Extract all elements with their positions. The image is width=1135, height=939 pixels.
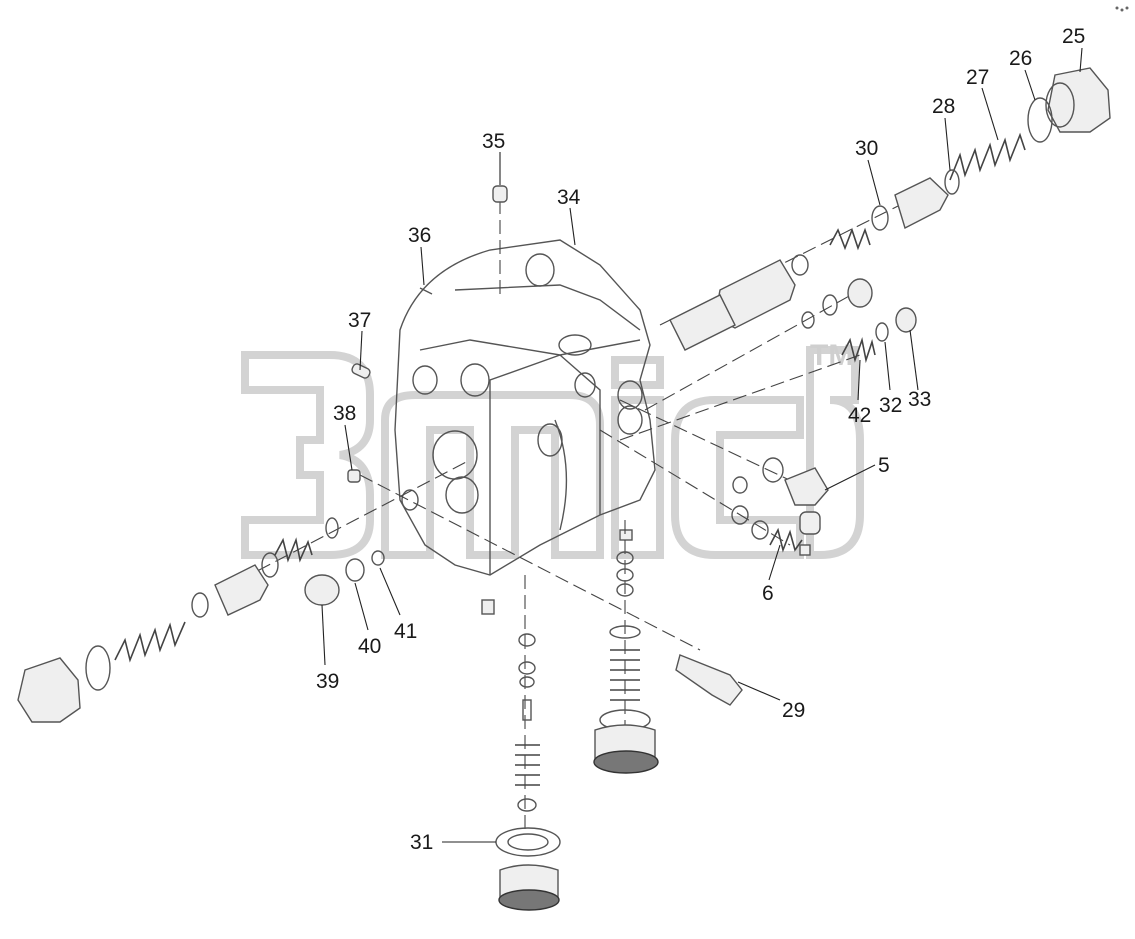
callout-34: 34	[557, 186, 581, 209]
relief-valve-upper	[669, 67, 1111, 364]
callout-42: 42	[848, 404, 871, 427]
callout-29: 29	[782, 699, 805, 722]
loose-parts	[347, 185, 743, 706]
callout-28: 28	[932, 95, 955, 118]
callout-5: 5	[878, 454, 890, 477]
callout-31: 31	[410, 831, 433, 854]
spring-42	[841, 336, 876, 364]
bolt-29	[675, 654, 743, 706]
callout-32: 32	[879, 394, 902, 417]
hex-plug-25	[1047, 67, 1111, 133]
callout-26: 26	[1009, 47, 1032, 70]
callout-27: 27	[966, 66, 989, 89]
callout-6: 6	[762, 582, 774, 605]
callout-35: 35	[482, 130, 505, 153]
cap-39	[304, 574, 340, 606]
callout-36: 36	[408, 224, 431, 247]
callout-25: 25	[1062, 25, 1085, 48]
plug-38	[347, 469, 361, 483]
callout-30: 30	[855, 137, 878, 160]
callout-39: 39	[316, 670, 339, 693]
lower-stack-right	[593, 551, 659, 774]
washer-31	[495, 827, 561, 857]
callout-37: 37	[348, 309, 371, 332]
ring-40	[345, 558, 365, 582]
ring-41	[371, 550, 385, 566]
corner-mark	[1115, 6, 1129, 12]
callout-38: 38	[333, 402, 356, 425]
right-plugs	[731, 457, 829, 556]
watermark-trademark: TM	[810, 339, 853, 372]
valve-housing	[394, 239, 656, 615]
leader-lines	[321, 47, 1083, 843]
plug-5	[784, 467, 829, 506]
pin-36	[419, 287, 433, 295]
lower-stack-left	[495, 633, 561, 911]
relief-valve-lower	[17, 517, 385, 723]
spring-6	[769, 527, 803, 553]
spring-27	[949, 132, 1026, 181]
callout-41: 41	[394, 620, 417, 643]
hex-plug-left	[17, 657, 81, 723]
callout-33: 33	[908, 388, 931, 411]
callout-numbers: 25 26 27 28 30 35 34 36 37 38 42 32 33 5…	[316, 25, 1085, 854]
callout-40: 40	[358, 635, 381, 658]
pin-37	[351, 363, 371, 379]
plug-35	[492, 185, 508, 203]
